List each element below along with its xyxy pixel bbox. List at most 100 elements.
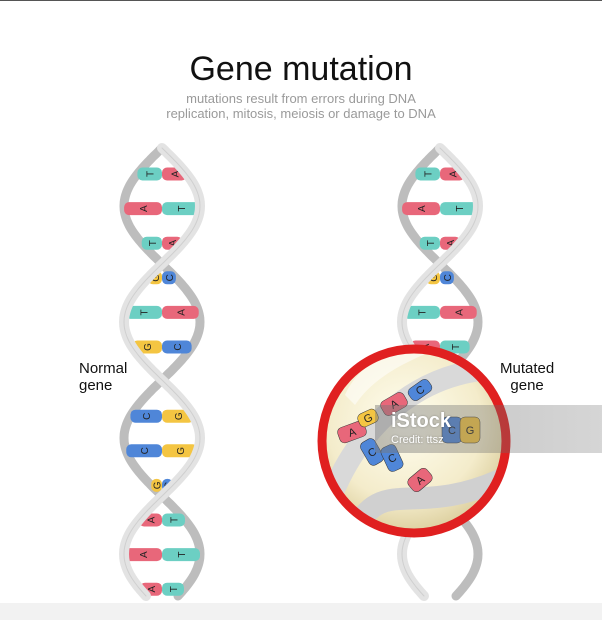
lens-base-a	[337, 420, 367, 444]
mutated-base-letter: T	[455, 206, 466, 212]
subtitle-line-1: mutations result from errors during DNA	[186, 91, 416, 106]
lens-base-a	[407, 467, 433, 493]
normal-base-letter: A	[139, 205, 150, 212]
lens-highlight	[345, 347, 440, 405]
normal-base-t	[162, 548, 200, 562]
mutated-base-letter: A	[448, 170, 459, 177]
mutated-base-letter: C	[443, 274, 454, 281]
lens-base: C	[360, 438, 384, 466]
normal-base-letter: T	[177, 206, 188, 212]
subtitle-line-2: replication, mitosis, meiosis or damage …	[166, 106, 436, 121]
normal-base-letter: T	[140, 309, 151, 315]
mutated-base-letter: A	[446, 240, 457, 247]
page-title: Gene mutation	[189, 50, 413, 88]
lens-base: A	[380, 392, 408, 416]
watermark-logo: iStock	[391, 410, 452, 432]
lens-base-letter: A	[347, 426, 359, 440]
lens-base-c	[407, 379, 433, 401]
lens-base-letter: C	[448, 425, 456, 437]
lens-base: A	[337, 420, 367, 444]
mutated-base-a	[402, 202, 440, 216]
mutated-base-t	[415, 167, 440, 181]
normal-base-t	[137, 167, 162, 181]
mutated-base-letter: A	[417, 205, 428, 212]
watermark-band	[375, 405, 602, 453]
normal-base-letter: C	[140, 447, 151, 454]
normal-base-letter: G	[176, 447, 187, 455]
normal-base-c	[126, 444, 162, 458]
normal-base-letter: T	[177, 552, 188, 558]
normal-gene-label: Normal gene	[79, 360, 128, 394]
normal-backbone-edge	[123, 147, 201, 597]
mutated-base-t	[419, 236, 440, 250]
normal-base-t	[162, 513, 185, 527]
footer-strip	[0, 603, 602, 620]
normal-base-t	[125, 305, 162, 319]
mutated-base-letter: T	[418, 309, 429, 315]
lens-base-g	[357, 408, 379, 428]
normal-base-t	[141, 236, 162, 250]
normal-base-letter: T	[169, 517, 180, 523]
normal-base-g	[162, 444, 198, 458]
normal-base-c	[162, 340, 192, 354]
normal-base-letter: A	[168, 240, 179, 247]
normal-base-letter: A	[170, 170, 181, 177]
lens-base-c	[360, 438, 384, 466]
lens-base: G	[357, 408, 379, 428]
normal-base-letter: T	[169, 586, 180, 592]
mutated-base-c	[440, 271, 454, 285]
mutated-base-letter: G	[429, 274, 440, 282]
normal-base-a	[124, 202, 162, 216]
normal-base-letter: A	[147, 516, 158, 523]
normal-base-a	[124, 548, 162, 562]
magnifier-lens: ACACCACGG	[317, 344, 511, 538]
normal-base-letter: C	[165, 274, 176, 281]
normal-base-a	[162, 305, 199, 319]
mutated-base-letter: T	[451, 344, 462, 350]
normal-base-letter: A	[147, 586, 158, 593]
mutated-base-t	[403, 305, 440, 319]
lens-base-letter: G	[466, 425, 475, 437]
subtitle: mutations result from errors during DNA …	[0, 91, 602, 121]
watermark-credit: Credit: ttsz	[391, 434, 444, 446]
mutated-base-letter: T	[424, 171, 435, 177]
lens-base-g	[459, 416, 481, 444]
normal-base-letter: A	[139, 551, 150, 558]
normal-base-c	[130, 409, 162, 423]
mutated-base-letter: T	[426, 240, 437, 246]
mutated-base-letter: A	[454, 309, 465, 316]
normal-base-letter: G	[151, 274, 162, 282]
normal-base-g	[151, 478, 162, 492]
mutated-gene-label: Mutated gene	[500, 360, 555, 394]
normal-base-letter: G	[153, 481, 164, 489]
lens-base-a	[380, 392, 408, 416]
normal-base-letter: G	[174, 412, 185, 420]
mutated-base-t	[440, 340, 470, 354]
lens-base: A	[407, 467, 433, 493]
normal-base-letter: T	[146, 171, 157, 177]
normal-base-t	[162, 582, 185, 596]
lens-base: G	[459, 416, 481, 444]
top-border-line	[0, 0, 602, 1]
normal-base-letter: A	[176, 309, 187, 316]
normal-base-t	[162, 202, 200, 216]
normal-base-letter: G	[143, 343, 154, 351]
normal-base-letter: T	[148, 240, 159, 246]
mutated-base-t	[440, 202, 478, 216]
normal-backbone-back	[119, 143, 205, 601]
normal-base-c	[162, 271, 176, 285]
lens-base: C	[407, 379, 433, 401]
normal-base-letter: C	[142, 413, 153, 420]
lens-base-c	[380, 444, 404, 472]
